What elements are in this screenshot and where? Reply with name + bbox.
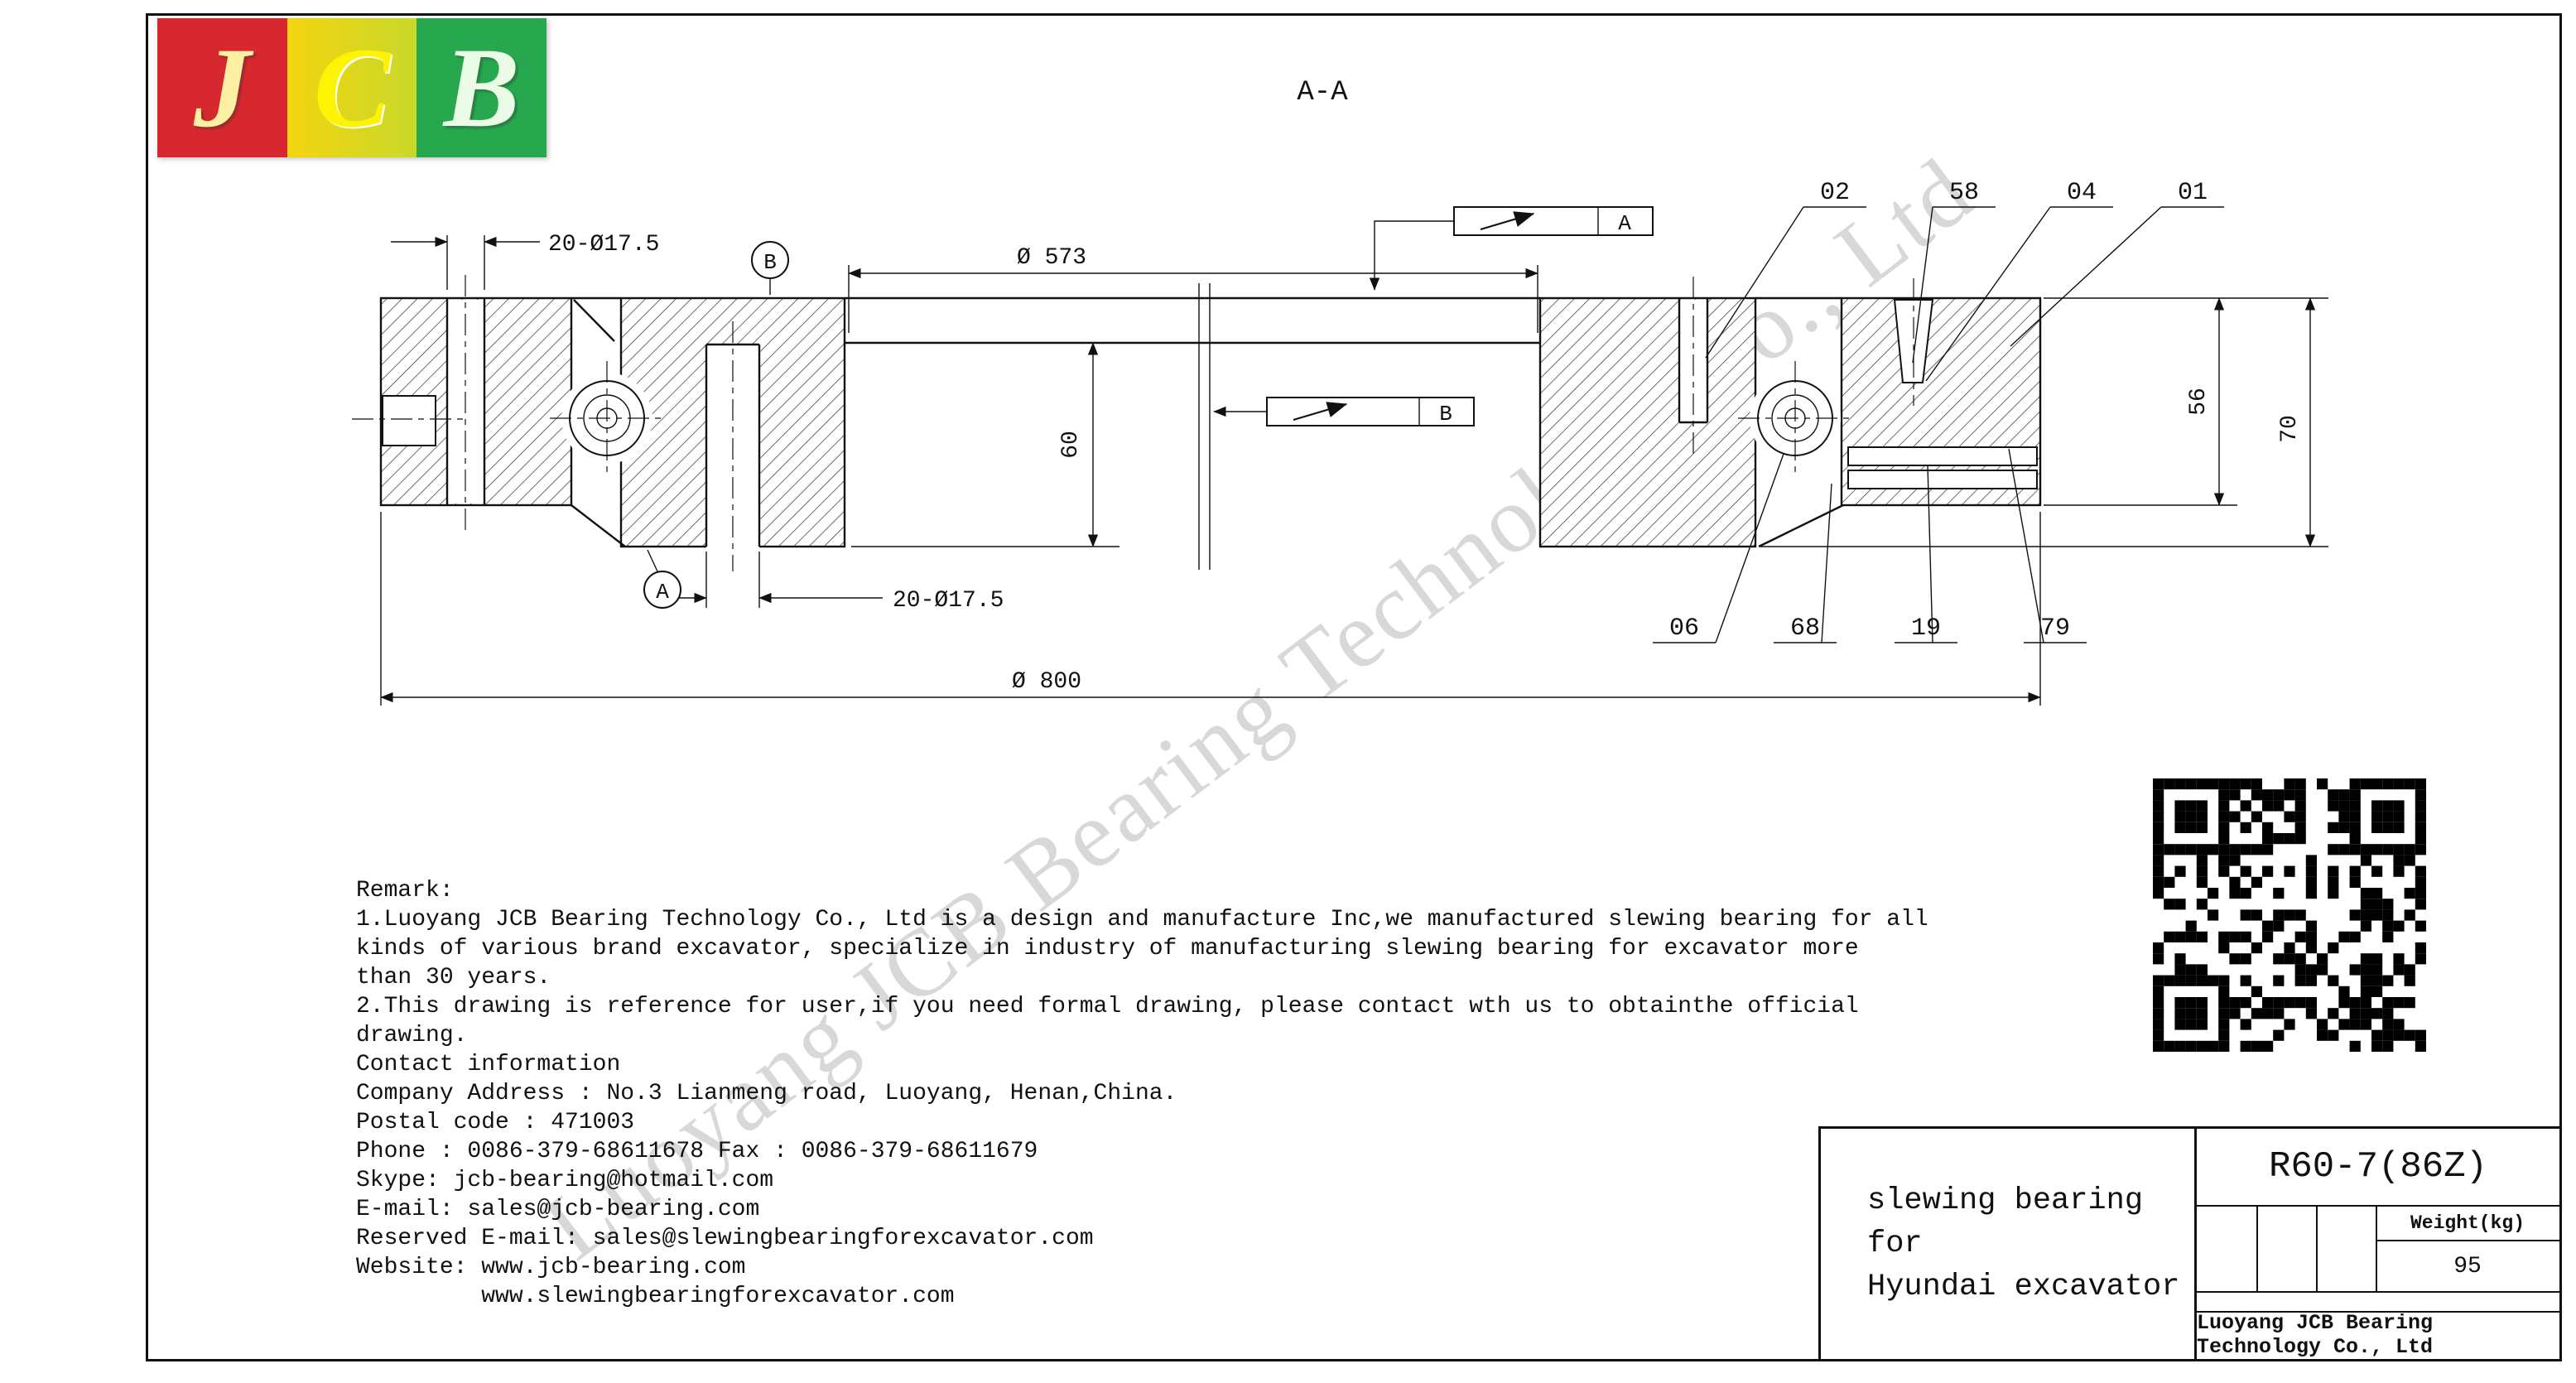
remark-line: Remark: <box>356 878 454 904</box>
weight-label: Weight(kg) <box>2376 1207 2559 1241</box>
company-name: Luoyang JCB Bearing Technology Co., Ltd <box>2197 1311 2434 1359</box>
remark-line: drawing. <box>356 1023 468 1048</box>
svg-text:A: A <box>656 580 669 605</box>
svg-text:20-Ø17.5: 20-Ø17.5 <box>893 588 1004 614</box>
remark-line: E-mail: sales@jcb-bearing.com <box>356 1197 760 1222</box>
logo-letter-b: B <box>416 18 547 157</box>
grid-line <box>2197 1311 2559 1313</box>
seal-strip-lower <box>1847 470 2038 489</box>
svg-text:79: 79 <box>2040 614 2070 643</box>
section-label: A-A <box>1297 77 1348 108</box>
view-flag-b: B <box>1213 397 1475 426</box>
logo-letter-c: C <box>286 18 417 157</box>
dim-bottom-holes: 20-Ø17.5 <box>652 552 1004 614</box>
svg-text:19: 19 <box>1911 614 1941 643</box>
svg-text:68: 68 <box>1790 614 1820 643</box>
dim-top-holes: 20-Ø17.5 <box>391 232 659 290</box>
callout-02: 02 <box>1705 179 1866 359</box>
remark-line: than 30 years. <box>356 965 551 990</box>
svg-text:Ø 573: Ø 573 <box>1017 245 1086 271</box>
left-inner-ring <box>619 296 846 548</box>
datum-circle-a: A <box>643 549 681 609</box>
right-bottom-seal-line <box>1758 504 1844 548</box>
callout-79: 79 <box>2008 448 2087 643</box>
dim-total-height: 70 <box>1760 297 2328 547</box>
svg-text:01: 01 <box>2178 179 2208 207</box>
svg-text:06: 06 <box>1669 614 1699 643</box>
view-flag-a: A <box>1369 206 1654 291</box>
grid-line <box>2376 1207 2377 1291</box>
svg-text:60: 60 <box>1058 431 1084 459</box>
description-line-1: slewing bearing for <box>1867 1183 2144 1261</box>
dim-bore-dia: Ø 573 <box>848 245 1538 333</box>
right-ball <box>1738 361 1852 475</box>
svg-text:B: B <box>1439 402 1452 426</box>
remark-line: Website: www.jcb-bearing.com <box>356 1255 746 1280</box>
remark-line: kinds of various brand excavator, specia… <box>356 936 1859 961</box>
title-block: slewing bearing for Hyundai excavator R6… <box>1818 1126 2562 1361</box>
remark-line: Skype: jcb-bearing@hotmail.com <box>356 1168 774 1193</box>
svg-text:A: A <box>1618 211 1631 236</box>
logo-letter-j: J <box>157 18 287 157</box>
seal-strip-upper <box>1847 446 2038 466</box>
grid-line <box>2197 1291 2559 1293</box>
dim-outer-dia: Ø 800 <box>380 512 2041 706</box>
svg-text:02: 02 <box>1820 179 1850 207</box>
dim-inner-height: 60 <box>851 342 1119 547</box>
remark-line: Postal code : 471003 <box>356 1110 635 1135</box>
right-inner-ring <box>1538 277 1757 548</box>
remark-line: Contact information <box>356 1052 621 1077</box>
description: slewing bearing for Hyundai excavator <box>1821 1129 2197 1359</box>
svg-text:58: 58 <box>1949 179 1979 207</box>
taper-plug <box>1893 299 1934 383</box>
model-number: R60-7(86Z) <box>2197 1129 2559 1207</box>
callout-01: 01 <box>2010 179 2224 347</box>
remark-line: Reserved E-mail: sales@slewingbearingfor… <box>356 1226 1094 1251</box>
svg-text:04: 04 <box>2067 179 2097 207</box>
callout-58: 58 <box>1912 179 1996 364</box>
svg-text:B: B <box>763 250 777 275</box>
remark-line: Company Address : No.3 Lianmeng road, Lu… <box>356 1081 1177 1106</box>
grid-line <box>2256 1207 2258 1291</box>
weight-value: 95 <box>2453 1253 2482 1279</box>
callout-04: 04 <box>1925 179 2113 382</box>
callout-68: 68 <box>1774 483 1837 643</box>
callout-06: 06 <box>1653 453 1784 643</box>
outer-ring-notch <box>382 395 436 446</box>
callout-19: 19 <box>1895 465 1957 643</box>
remark-line: 2.This drawing is reference for user,if … <box>356 994 1859 1019</box>
left-top-seal-line <box>573 299 615 342</box>
datum-circle-b: B <box>751 241 789 295</box>
qr-code <box>2153 778 2426 1052</box>
remark-line: 1.Luoyang JCB Bearing Technology Co., Lt… <box>356 907 1928 932</box>
svg-text:70: 70 <box>2277 415 2303 443</box>
left-ball <box>550 361 664 475</box>
remark-line: Phone : 0086-379-68611678 Fax : 0086-379… <box>356 1139 1038 1164</box>
grid-line <box>2316 1207 2318 1291</box>
svg-text:Ø 800: Ø 800 <box>1012 669 1081 695</box>
description-line-2: Hyundai excavator <box>1867 1270 2180 1304</box>
svg-text:56: 56 <box>2186 388 2212 416</box>
left-outer-ring <box>379 296 573 507</box>
left-bottom-seal-line <box>571 504 626 547</box>
remark-block: Remark: 1.Luoyang JCB Bearing Technology… <box>356 876 1928 1311</box>
bearing-section-drawing: A-A <box>352 77 2328 706</box>
svg-text:20-Ø17.5: 20-Ø17.5 <box>548 232 659 258</box>
remark-line: www.slewingbearingforexcavator.com <box>356 1284 955 1309</box>
dim-outer-ring-height: 56 <box>2044 297 2328 506</box>
sheet-border <box>146 13 2562 1361</box>
jcb-logo: J C B <box>157 18 547 157</box>
